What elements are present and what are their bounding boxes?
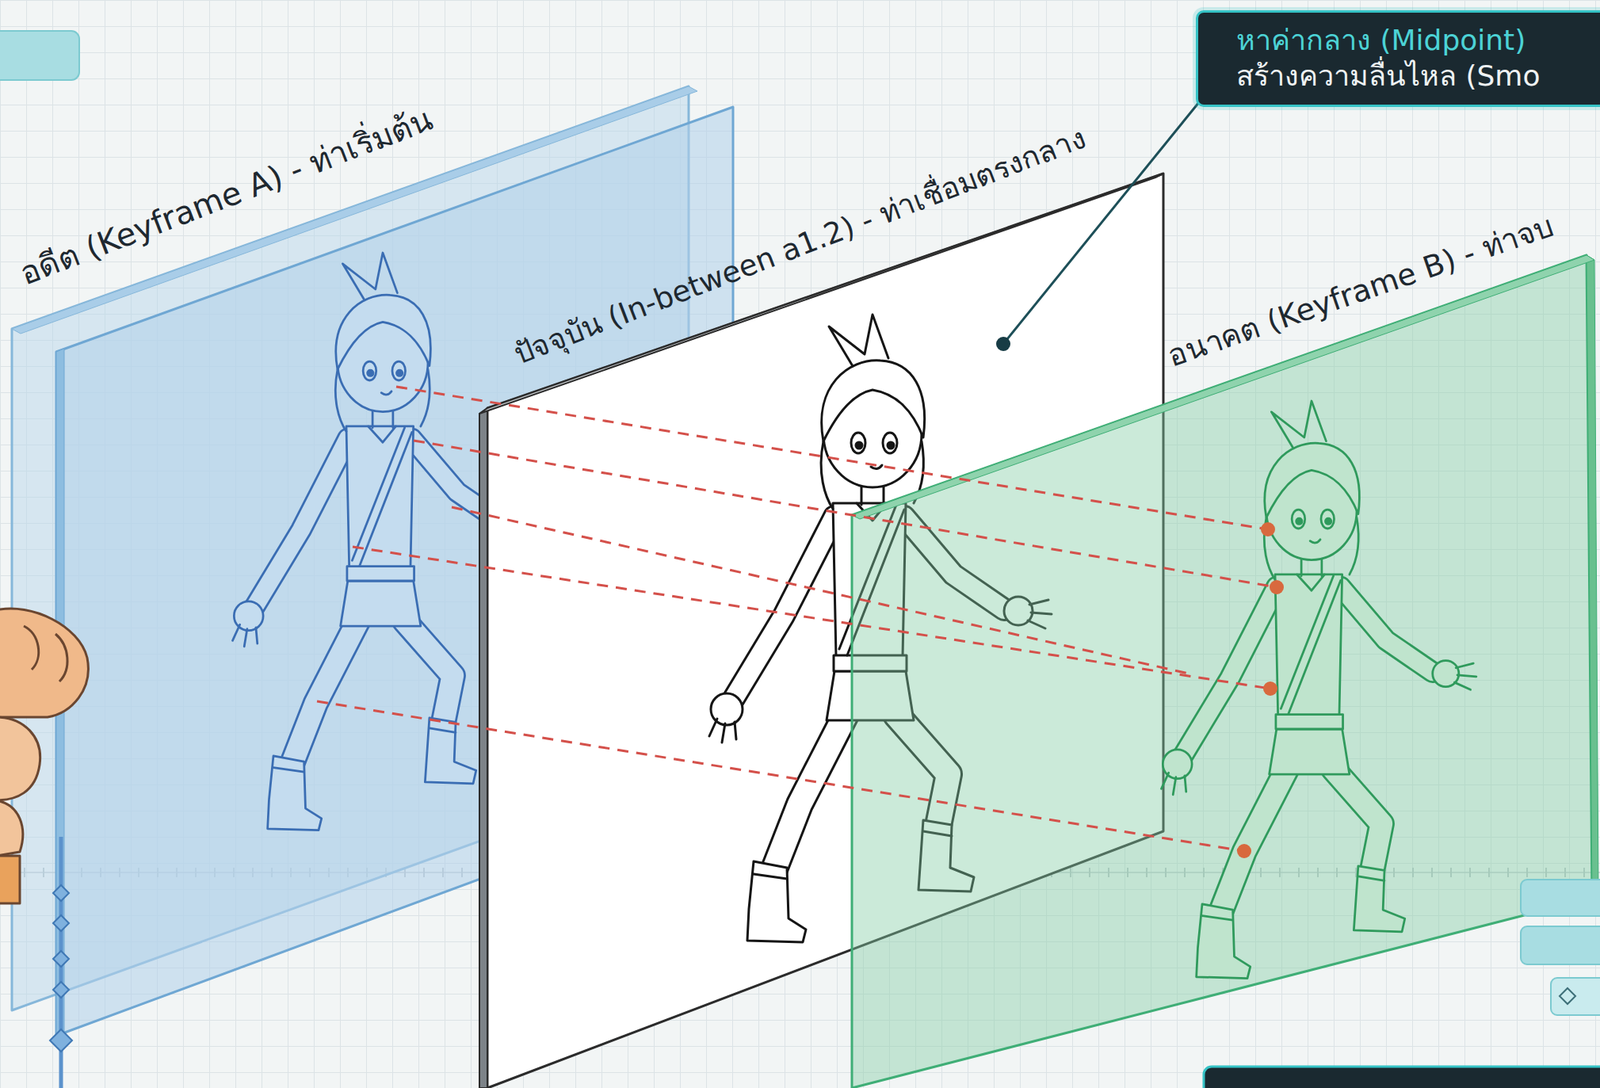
leader-line xyxy=(996,336,1011,352)
panel-face xyxy=(1586,255,1599,898)
correspondence-dots xyxy=(1263,681,1278,696)
hand-illustration xyxy=(23,626,68,682)
ui-panels xyxy=(1550,977,1600,1016)
callout-body: สร้างความลื่นไหล (Smo xyxy=(1236,57,1600,94)
panel-face xyxy=(479,173,1164,414)
correspondence-dots xyxy=(1237,843,1252,859)
panel-face xyxy=(479,408,488,1088)
callout-heading: หาค่ากลาง (Midpoint) xyxy=(1236,22,1600,58)
panel-face xyxy=(851,255,1593,1088)
hand-illustration xyxy=(0,855,20,904)
correspondence-dots xyxy=(1269,580,1284,595)
panel-face xyxy=(56,348,65,1036)
background-layer xyxy=(0,30,80,81)
ui-panels xyxy=(1520,879,1600,917)
callout-box: หาค่ากลาง (Midpoint)สร้างความลื่นไหล (Sm… xyxy=(1195,10,1600,107)
correspondence-dots xyxy=(1260,522,1276,537)
panel-face xyxy=(851,255,1595,520)
ui-panels xyxy=(1559,988,1576,1005)
ui-panels xyxy=(1520,926,1600,965)
ui-panels xyxy=(1203,1066,1600,1088)
